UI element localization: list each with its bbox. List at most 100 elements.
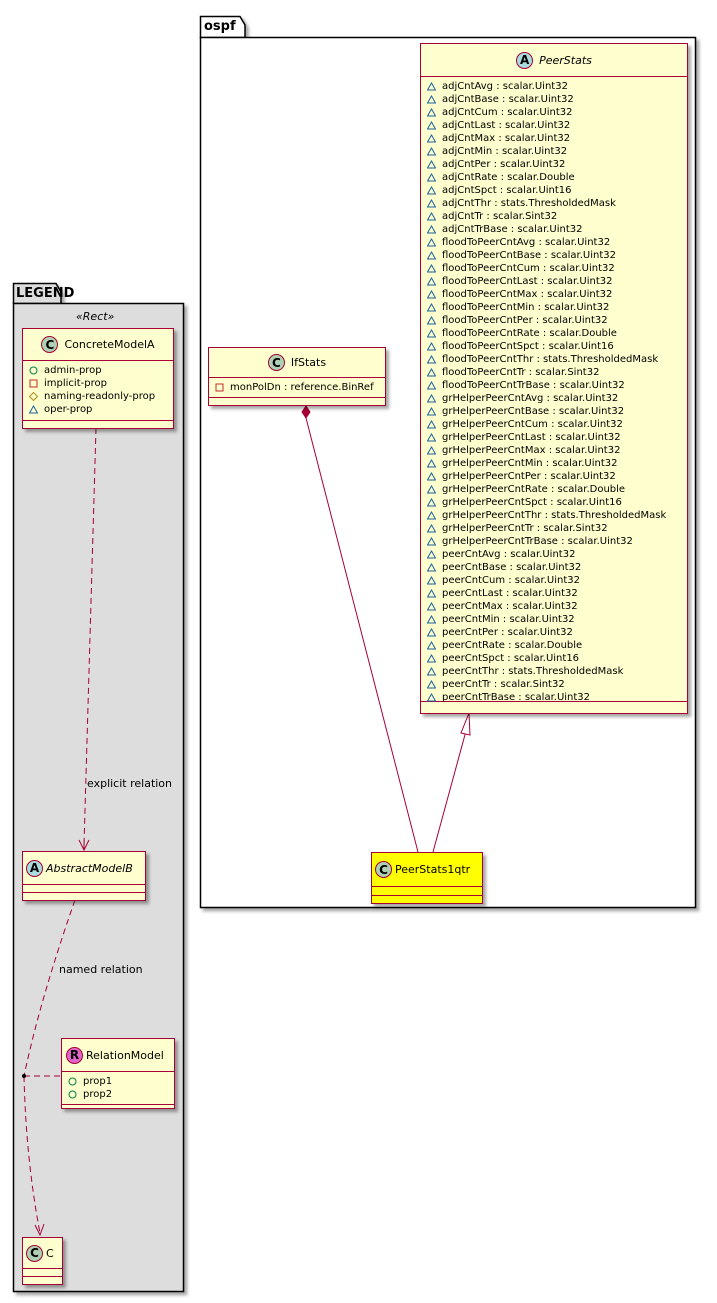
named-relation-label: named relation	[59, 963, 143, 976]
attribute-compartment	[372, 887, 482, 896]
package-visibility-icon	[426, 302, 437, 312]
package-visibility-icon	[426, 107, 437, 117]
attribute-row: adjCntTrBase : scalar.Uint32	[426, 223, 687, 236]
attribute-row: grHelperPeerCntCum : scalar.Uint32	[426, 418, 687, 431]
attribute-row: grHelperPeerCntTrBase : scalar.Uint32	[426, 535, 687, 548]
attribute-row: grHelperPeerCntSpct : scalar.Uint16	[426, 496, 687, 509]
class-header: A AbstractModelB	[23, 852, 145, 885]
class-badge-icon: C	[41, 336, 59, 353]
attribute-text: adjCntLast : scalar.Uint32	[442, 120, 571, 131]
attribute-row: adjCntRate : scalar.Double	[426, 171, 687, 184]
attribute-text: grHelperPeerCntAvg : scalar.Uint32	[442, 393, 619, 404]
attribute-row: adjCntSpct : scalar.Uint16	[426, 184, 687, 197]
attribute-row: peerCntTrBase : scalar.Uint32	[426, 691, 687, 704]
attribute-row: adjCntPer : scalar.Uint32	[426, 158, 687, 171]
class-name: AbstractModelB	[46, 861, 133, 875]
package-visibility-icon	[426, 146, 437, 156]
class-badge-icon: C	[26, 1244, 43, 1262]
class-ifstats[interactable]: C IfStats monPolDn : reference.BinRef	[208, 347, 386, 406]
attribute-row: peerCntThr : stats.ThresholdedMask	[426, 665, 687, 678]
attribute-text: peerCntBase : scalar.Uint32	[442, 562, 582, 573]
class-name: ConcreteModelA	[64, 338, 155, 351]
attribute-row: adjCntThr : stats.ThresholdedMask	[426, 197, 687, 210]
package-ospf-label: ospf	[204, 19, 236, 34]
attribute-text: implicit-prop	[44, 378, 107, 389]
attribute-row: grHelperPeerCntBase : scalar.Uint32	[426, 405, 687, 418]
attribute-text: floodToPeerCntLast : scalar.Uint32	[442, 276, 613, 287]
package-visibility-icon	[426, 328, 437, 338]
attribute-text: adjCntThr : stats.ThresholdedMask	[442, 198, 616, 209]
package-visibility-icon	[426, 588, 437, 598]
private-visibility-icon	[29, 379, 38, 388]
package-visibility-icon	[426, 536, 437, 546]
attribute-text: peerCntMax : scalar.Uint32	[442, 601, 578, 612]
package-visibility-icon	[426, 120, 437, 130]
class-name: C	[46, 1246, 54, 1260]
attribute-row: adjCntMin : scalar.Uint32	[426, 145, 687, 158]
attribute-text: peerCntMin : scalar.Uint32	[442, 614, 575, 625]
package-visibility-icon	[426, 640, 437, 650]
attribute-text: adjCntCum : scalar.Uint32	[442, 107, 573, 118]
attribute-row: adjCntMax : scalar.Uint32	[426, 132, 687, 145]
class-header: C C	[23, 1238, 62, 1269]
attribute-text: oper-prop	[44, 404, 93, 415]
package-visibility-icon	[426, 666, 437, 676]
package-visibility-icon	[426, 679, 437, 689]
attribute-row: floodToPeerCntPer : scalar.Uint32	[426, 314, 687, 327]
attribute-row: prop2	[68, 1088, 174, 1101]
package-visibility-icon	[426, 185, 437, 195]
package-visibility-icon	[426, 380, 437, 390]
attribute-row: prop1	[68, 1075, 174, 1088]
class-header: C ConcreteModelA	[23, 329, 173, 361]
attribute-text: floodToPeerCntTr : scalar.Sint32	[442, 367, 600, 378]
class-peerstats1qtr[interactable]: C PeerStats1qtr	[371, 852, 483, 904]
package-visibility-icon	[426, 263, 437, 273]
attribute-text: adjCntBase : scalar.Uint32	[442, 94, 574, 105]
attribute-text: adjCntPer : scalar.Uint32	[442, 159, 566, 170]
attribute-row: floodToPeerCntTrBase : scalar.Uint32	[426, 379, 687, 392]
attribute-row: adjCntTr : scalar.Sint32	[426, 210, 687, 223]
package-visibility-icon	[426, 419, 437, 429]
attribute-text: floodToPeerCntBase : scalar.Uint32	[442, 250, 617, 261]
class-header: R RelationModel	[62, 1039, 174, 1072]
attribute-text: grHelperPeerCntThr : stats.ThresholdedMa…	[442, 510, 667, 521]
attribute-text: peerCntRate : scalar.Double	[442, 640, 583, 651]
package-visibility-icon	[426, 276, 437, 286]
attribute-row: peerCntTr : scalar.Sint32	[426, 678, 687, 691]
attribute-row: admin-prop	[29, 364, 173, 377]
attribute-text: prop2	[83, 1089, 113, 1100]
package-visibility-icon	[426, 523, 437, 533]
package-legend-label: LEGEND	[16, 286, 75, 301]
attribute-text: grHelperPeerCntTr : scalar.Sint32	[442, 523, 608, 534]
attribute-row: grHelperPeerCntMin : scalar.Uint32	[426, 457, 687, 470]
package-visibility-icon	[426, 614, 437, 624]
attribute-row: floodToPeerCntAvg : scalar.Uint32	[426, 236, 687, 249]
legend-class-c[interactable]: C C	[22, 1237, 63, 1285]
attribute-text: adjCntRate : scalar.Double	[442, 172, 575, 183]
attribute-text: grHelperPeerCntBase : scalar.Uint32	[442, 406, 625, 417]
attribute-row: floodToPeerCntCum : scalar.Uint32	[426, 262, 687, 275]
attribute-text: floodToPeerCntMin : scalar.Uint32	[442, 302, 610, 313]
explicit-relation-edge	[78, 427, 97, 852]
attribute-text: grHelperPeerCntRate : scalar.Double	[442, 484, 626, 495]
attribute-text: grHelperPeerCntLast : scalar.Uint32	[442, 432, 621, 443]
package-visibility-icon	[426, 94, 437, 104]
attribute-text: peerCntCum : scalar.Uint32	[442, 575, 580, 586]
attribute-text: peerCntAvg : scalar.Uint32	[442, 549, 576, 560]
attribute-text: grHelperPeerCntMax : scalar.Uint32	[442, 445, 621, 456]
composition-diamond-icon	[301, 405, 311, 419]
attribute-row: grHelperPeerCntLast : scalar.Uint32	[426, 431, 687, 444]
attribute-row: grHelperPeerCntAvg : scalar.Uint32	[426, 392, 687, 405]
attribute-text: peerCntPer : scalar.Uint32	[442, 627, 573, 638]
attribute-text: adjCntSpct : scalar.Uint16	[442, 185, 572, 196]
class-header: C IfStats	[209, 348, 385, 378]
attribute-text: peerCntSpct : scalar.Uint16	[442, 653, 580, 664]
attribute-text: adjCntTr : scalar.Sint32	[442, 211, 558, 222]
package-visibility-icon	[426, 224, 437, 234]
legend-class-abstractmodelb[interactable]: A AbstractModelB	[22, 851, 146, 901]
attribute-row: grHelperPeerCntThr : stats.ThresholdedMa…	[426, 509, 687, 522]
